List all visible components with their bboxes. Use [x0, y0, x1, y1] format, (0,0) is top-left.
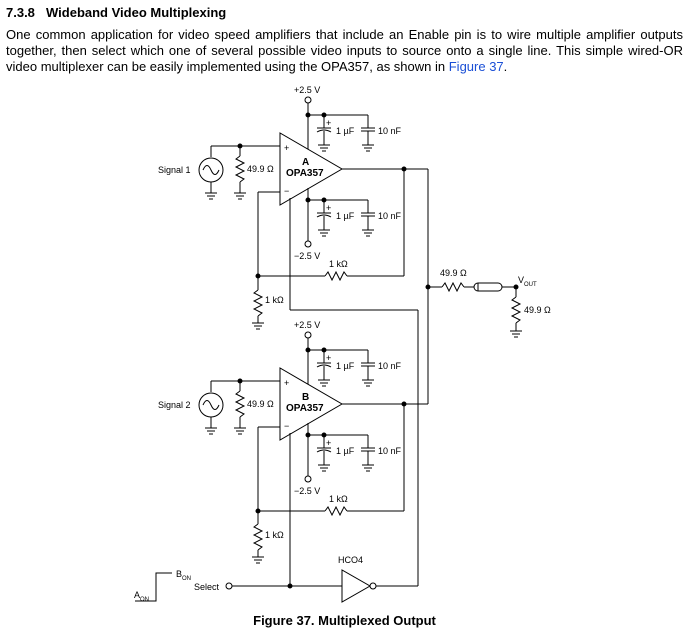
svg-text:+: +: [326, 118, 331, 128]
svg-text:+: +: [326, 438, 331, 448]
amp-a-supply-neg: −2.5 V: [294, 251, 320, 261]
amp-a-block: +2.5 V + 1 µF 10 nF + − A OPA357: [158, 85, 428, 330]
amp-b-block: +2.5 V + 1 µF 10 nF + − B OPA357 + 1 µF: [158, 320, 428, 564]
amp-a-opamp-icon: [279, 132, 343, 206]
amp-b-cap-pos-2: 10 nF: [378, 361, 402, 371]
amp-b-feedback: 1 kΩ: [329, 494, 348, 504]
output-series-res: 49.9 Ω: [440, 268, 467, 278]
amp-b-ground-res: 1 kΩ: [265, 530, 284, 540]
amp-a-part: OPA357: [286, 168, 324, 179]
select-waveform-icon: [135, 572, 172, 602]
amp-a-feedback: 1 kΩ: [329, 259, 348, 269]
section-number: 7.3.8: [6, 5, 35, 20]
select-terminal-icon: [225, 582, 233, 590]
svg-text:+: +: [326, 203, 331, 213]
svg-text:−: −: [284, 186, 289, 196]
section-heading: 7.3.8 Wideband Video Multiplexing: [6, 5, 226, 20]
signal-2-label: Signal 2: [158, 400, 191, 410]
amp-b-part: OPA357: [286, 403, 324, 414]
amp-b-termination: 49.9 Ω: [247, 399, 274, 409]
supply-terminal-icon: [304, 240, 312, 248]
svg-text:+: +: [326, 353, 331, 363]
amp-a-ground-res: 1 kΩ: [265, 295, 284, 305]
amp-a-termination: 49.9 Ω: [247, 164, 274, 174]
section-title: Wideband Video Multiplexing: [46, 5, 227, 20]
amp-b-opamp-icon: [279, 367, 343, 441]
svg-text:+: +: [284, 143, 289, 153]
amp-b-cap-neg-1: 1 µF: [336, 446, 355, 456]
figure-link[interactable]: Figure 37: [448, 59, 504, 74]
supply-terminal-icon: [304, 331, 312, 339]
amp-b-cap-neg-2: 10 nF: [378, 446, 402, 456]
amp-a-cap-pos-1: 1 µF: [336, 126, 355, 136]
body-paragraph: One common application for video speed a…: [6, 27, 683, 75]
amp-a-cap-pos-2: 10 nF: [378, 126, 402, 136]
select-label: Select: [194, 582, 220, 592]
supply-terminal-icon: [304, 96, 312, 104]
amp-b-supply-neg: −2.5 V: [294, 486, 320, 496]
paragraph-end: .: [503, 59, 508, 74]
amp-b-letter: B: [302, 392, 309, 403]
svg-text:+: +: [284, 378, 289, 388]
output-load-res: 49.9 Ω: [524, 305, 551, 315]
select-logic: Select HCO4 BON AON: [134, 433, 418, 603]
svg-text:−: −: [284, 421, 289, 431]
amp-b-supply-pos: +2.5 V: [294, 320, 320, 330]
amp-a-cap-neg-1: 1 µF: [336, 211, 355, 221]
inverter-label: HCO4: [338, 555, 363, 565]
amp-a-supply-pos: +2.5 V: [294, 85, 320, 95]
output-resistor-icon: [441, 281, 465, 293]
b-on-label: BON: [176, 569, 191, 582]
a-on-label: AON: [134, 590, 149, 603]
signal-1-label: Signal 1: [158, 165, 191, 175]
vout-label: VOUT: [518, 275, 537, 288]
amp-b-cap-pos-1: 1 µF: [336, 361, 355, 371]
figure-caption: Figure 37. Multiplexed Output: [253, 613, 436, 628]
paragraph-text: One common application for video speed a…: [6, 27, 683, 74]
amp-a-cap-neg-2: 10 nF: [378, 211, 402, 221]
inverter-gate-icon: [341, 569, 372, 603]
supply-terminal-icon: [304, 475, 312, 483]
amp-a-letter: A: [302, 157, 309, 168]
